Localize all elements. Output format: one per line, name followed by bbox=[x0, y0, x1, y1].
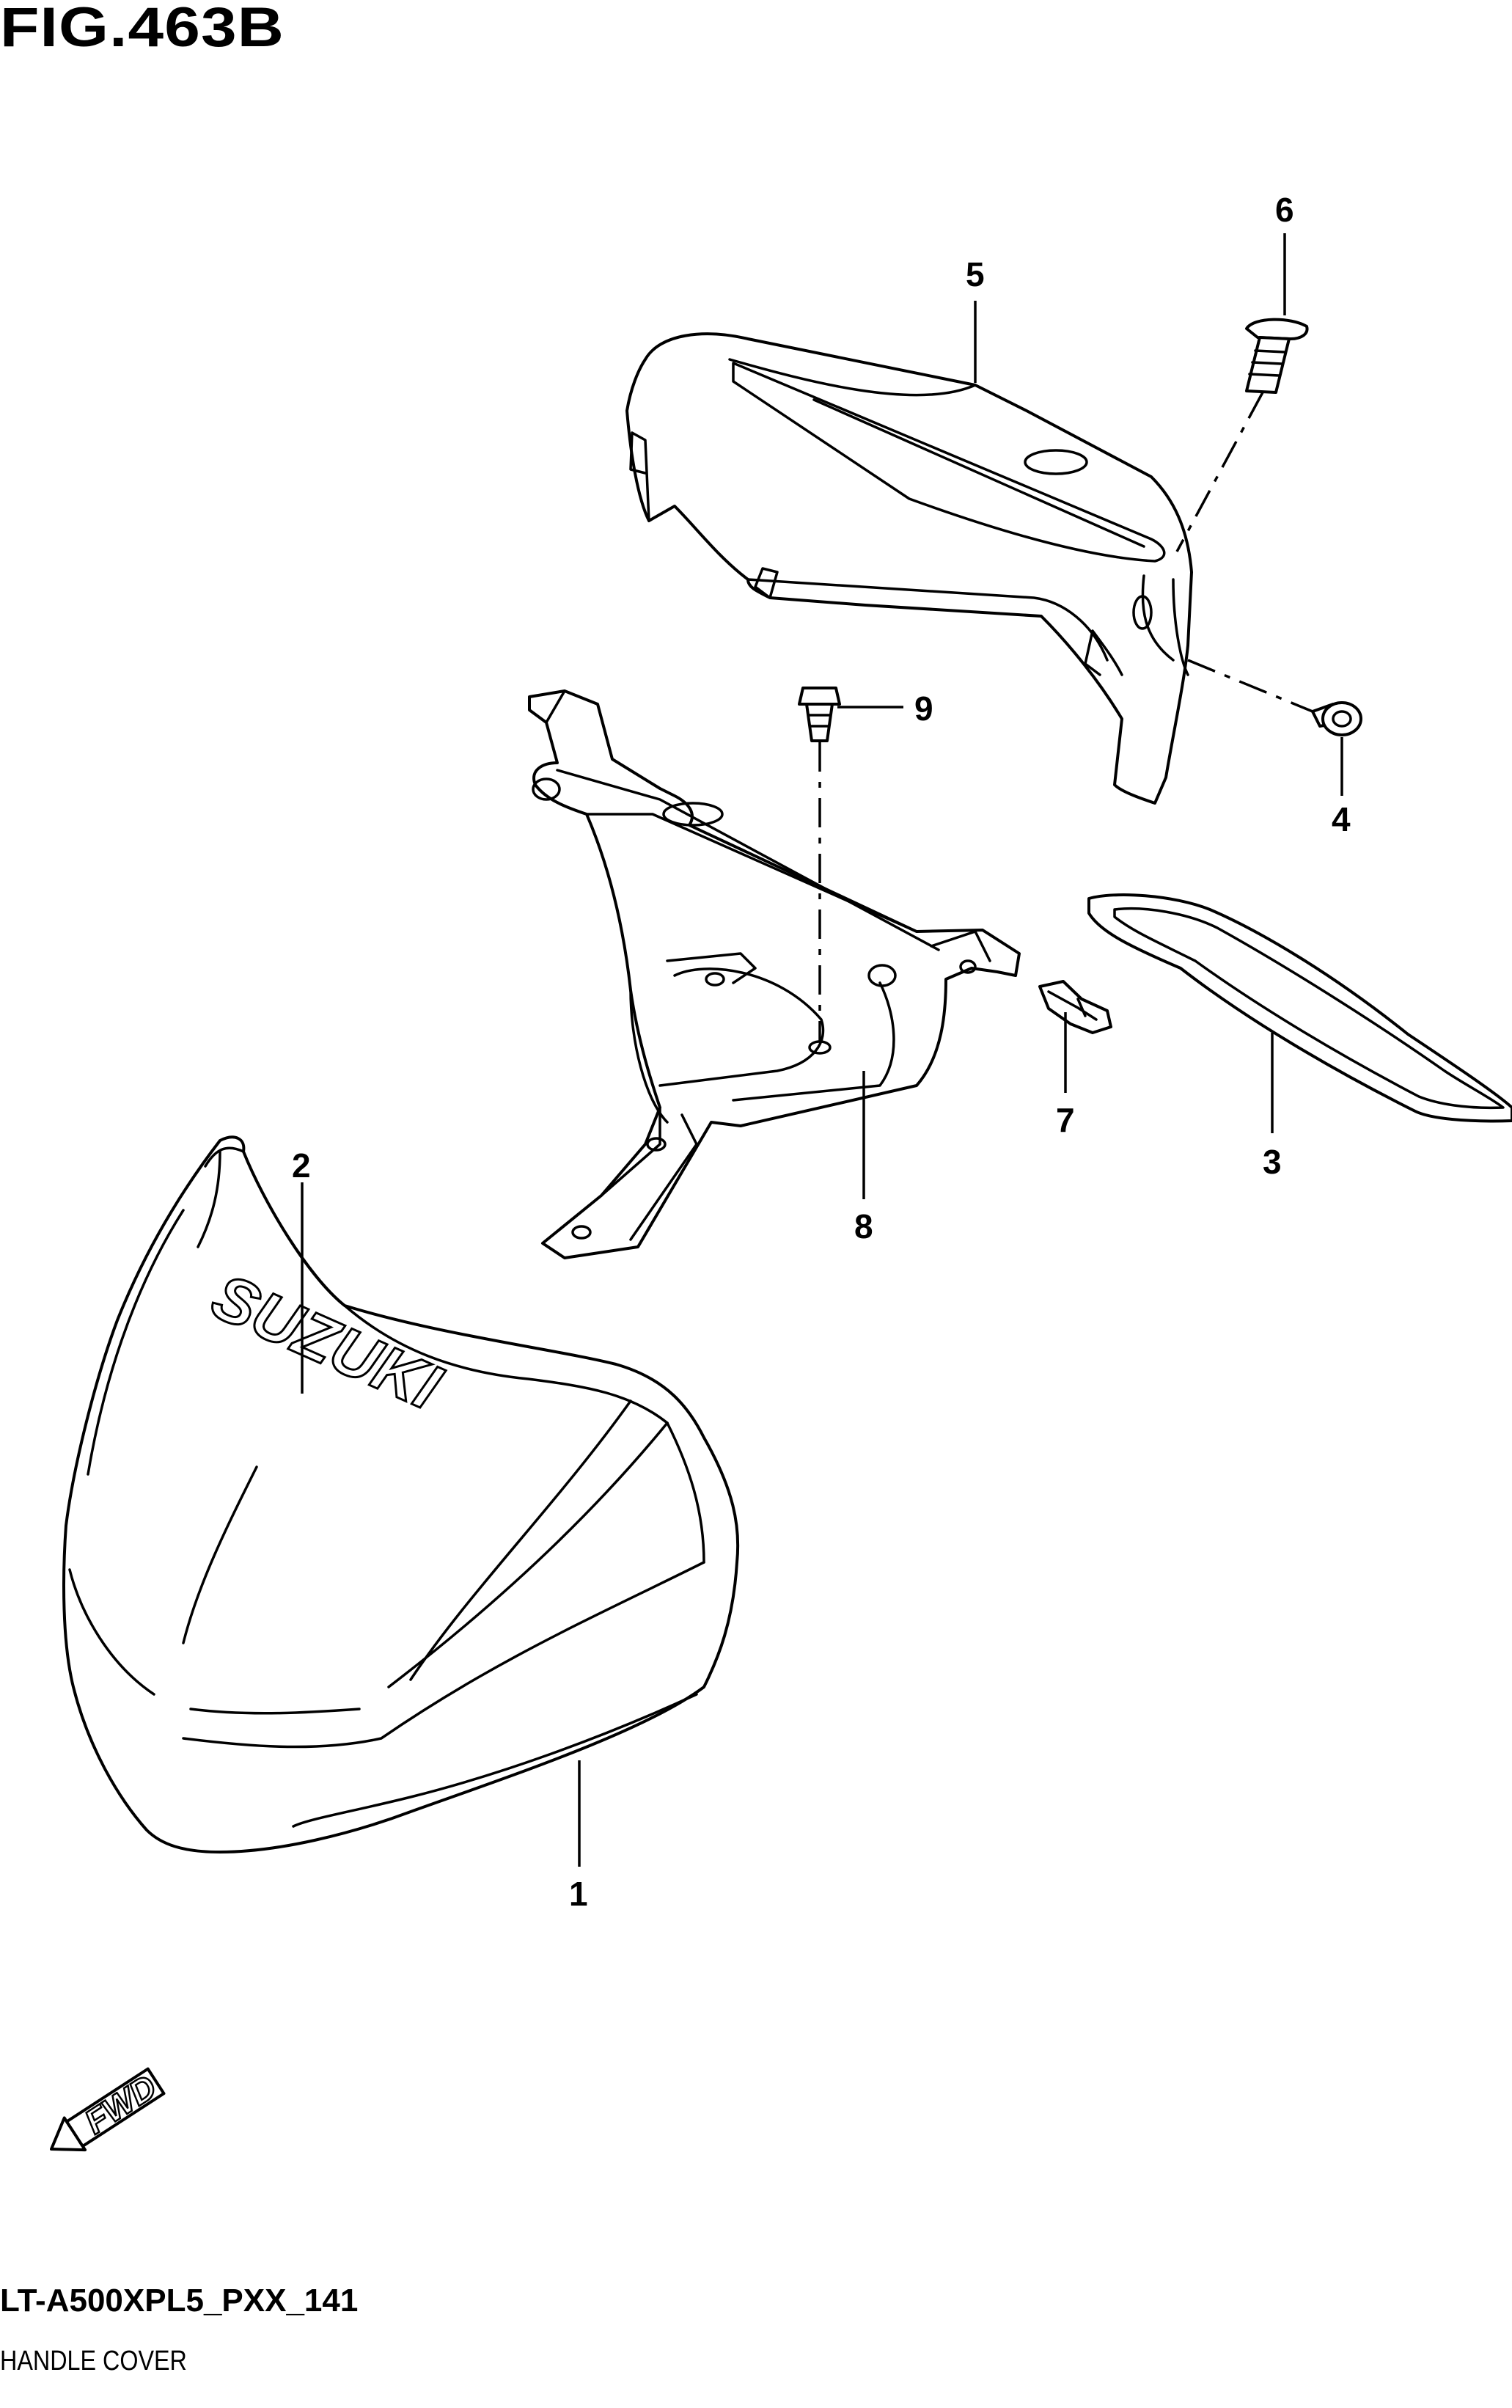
callout-7: 7 bbox=[1056, 1101, 1075, 1139]
callout-8: 8 bbox=[854, 1207, 873, 1245]
part-8-bracket[interactable] bbox=[528, 689, 1021, 1259]
callout-numbers: 5 6 4 9 7 8 3 2 1 bbox=[292, 191, 1351, 1913]
leader-lines bbox=[301, 233, 1343, 1867]
callout-2: 2 bbox=[292, 1146, 311, 1185]
installation-lines bbox=[808, 392, 1313, 1055]
figure-code: LT-A500XPL5_PXX_141 bbox=[0, 2283, 359, 2319]
part-9-bolt[interactable] bbox=[798, 687, 841, 742]
figure-description: HANDLE COVER bbox=[0, 2346, 187, 2376]
part-4-clip[interactable] bbox=[1311, 701, 1362, 736]
callout-3: 3 bbox=[1263, 1143, 1282, 1181]
part-6-screw[interactable] bbox=[1245, 318, 1309, 394]
callout-6: 6 bbox=[1275, 191, 1294, 229]
part-1-front-cover[interactable]: SUZUKI bbox=[62, 1135, 740, 1853]
callout-4: 4 bbox=[1332, 800, 1351, 838]
callout-1: 1 bbox=[569, 1875, 588, 1913]
part-3-trim[interactable] bbox=[1087, 893, 1512, 1123]
callout-9: 9 bbox=[914, 689, 933, 728]
figure-title: FIG.463B bbox=[0, 0, 285, 59]
fwd-direction-badge: FWD bbox=[50, 2066, 166, 2152]
callout-5: 5 bbox=[966, 255, 985, 293]
part-7-clip-nut[interactable] bbox=[1038, 980, 1112, 1034]
part-5-upper-cover[interactable] bbox=[625, 332, 1193, 805]
